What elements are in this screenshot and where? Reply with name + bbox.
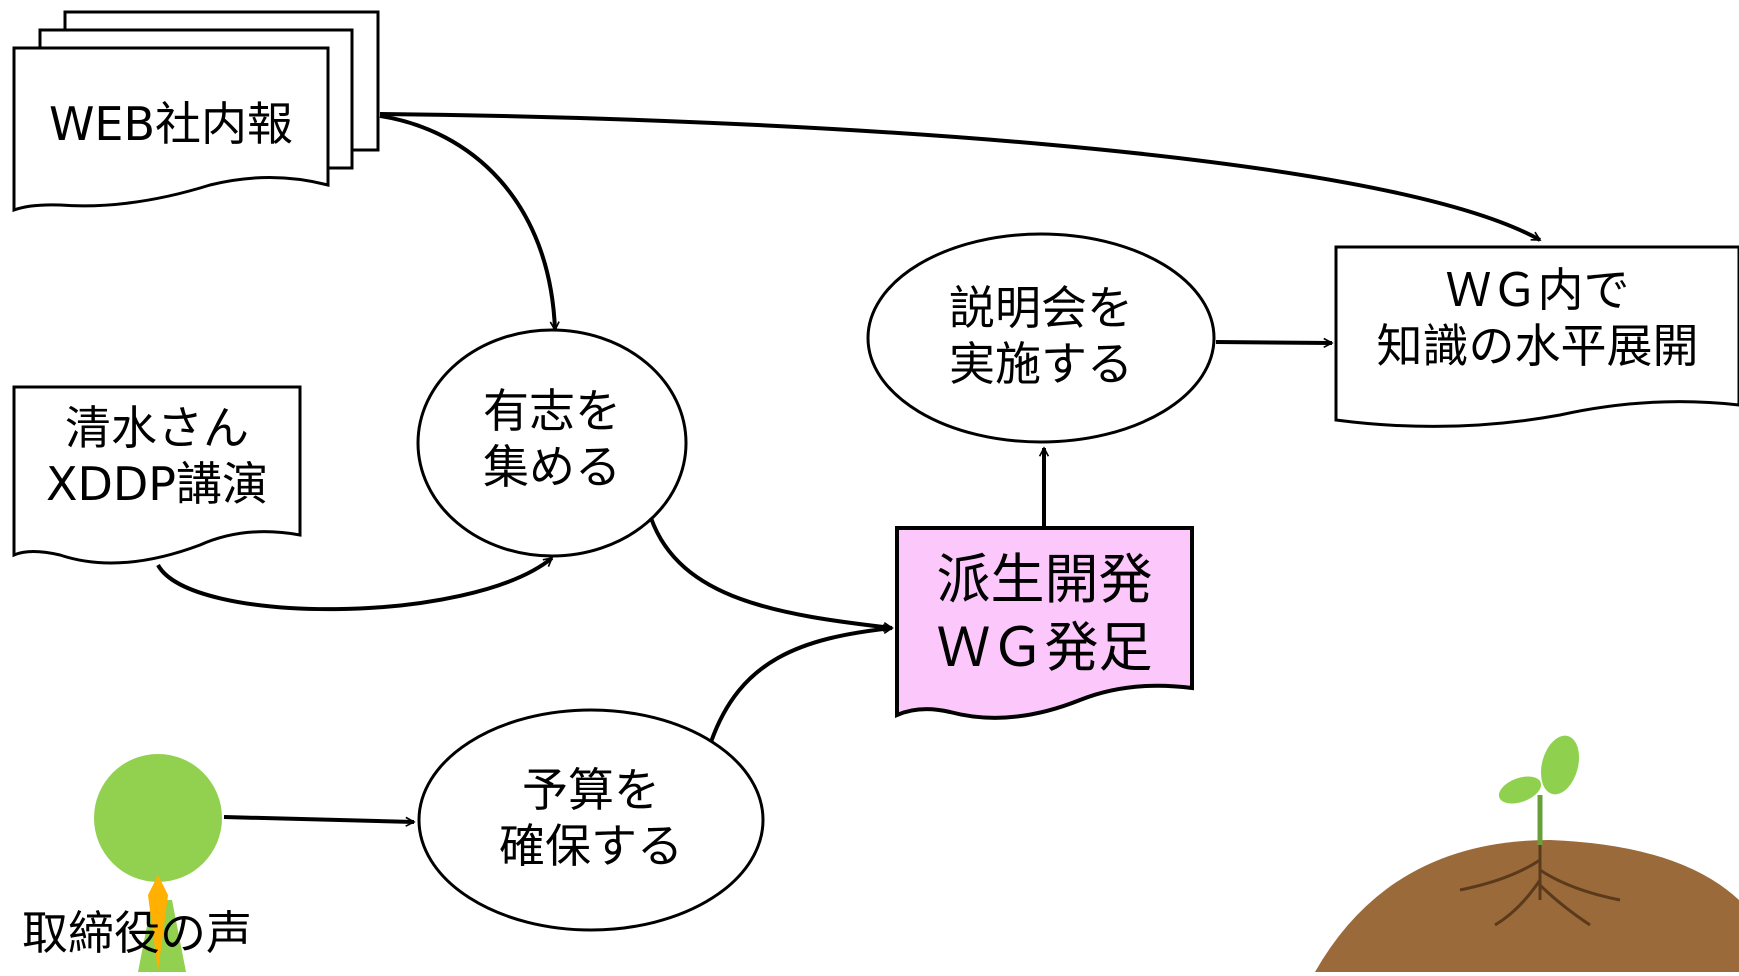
arrow-executive-to-budget: [223, 815, 414, 822]
wg-launch-shape: [895, 526, 1194, 720]
secure-budget-label: 予算を 確保する: [499, 763, 683, 874]
web-newsletter-label: WEB社内報: [48, 97, 294, 151]
shimizu-talk-shape: [12, 385, 302, 565]
arrow-web-to-deploy: [379, 112, 1540, 242]
arrow-budget-to-wg: [709, 628, 892, 743]
executive-figure: [94, 754, 222, 972]
arrow-volunteers-to-wg: [649, 517, 892, 628]
hold-briefing-shape: [866, 232, 1216, 444]
secure-budget-shape: [417, 708, 765, 932]
web-newsletter-shape: [12, 10, 380, 213]
arrow-web-to-volunteers: [379, 114, 555, 330]
arrow-shimizu-to-volunteers: [156, 556, 552, 612]
arrow-briefing-to-deploy: [1215, 342, 1332, 343]
gather-volunteers-label: 有志を 集める: [483, 384, 621, 495]
horizontal-deploy-shape: [1334, 245, 1739, 428]
wg-launch-label: 派生開発 ＷＧ発足: [936, 548, 1153, 679]
shimizu-talk-label: 清水さん XDDP講演: [45, 401, 269, 512]
horizontal-deploy-label: ＷＧ内で 知識の水平展開: [1376, 263, 1699, 374]
executive-voice-label: 取締役の声: [22, 906, 252, 960]
sprout-illustration: [1315, 735, 1739, 972]
hold-briefing-label: 説明会を 実施する: [949, 281, 1133, 392]
